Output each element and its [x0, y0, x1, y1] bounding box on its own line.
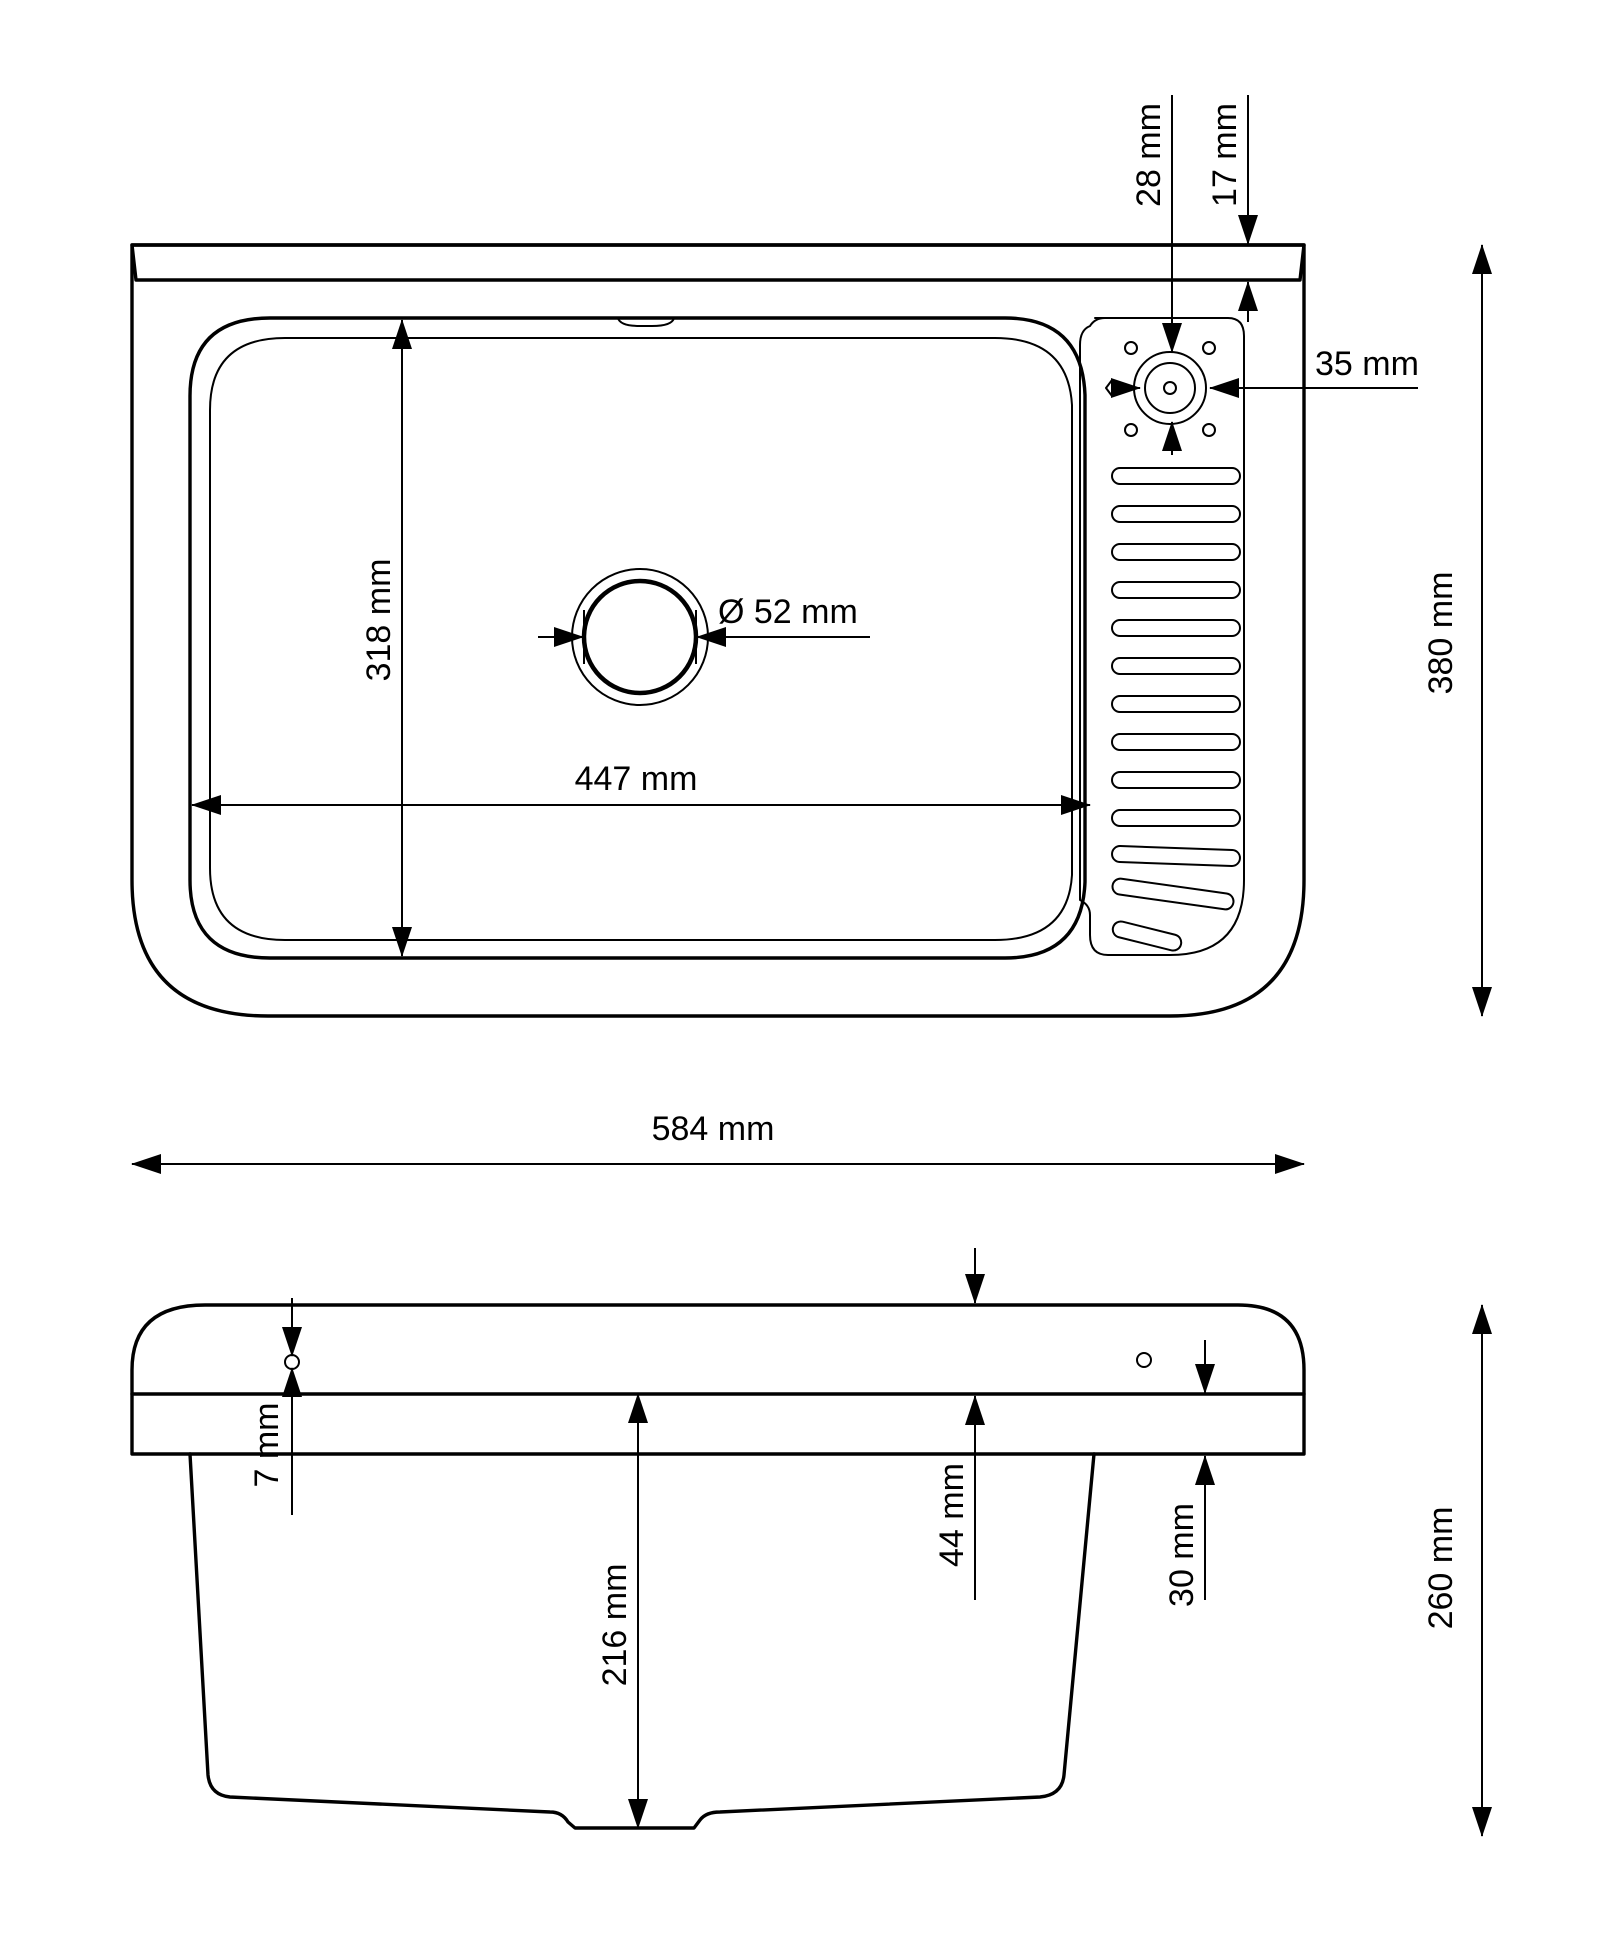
bowl-inner-outline	[209, 337, 1073, 941]
top-view: 318 mm 447 mm Ø 52 mm 28 mm 17 mm 35 mm …	[130, 95, 1492, 1018]
front-view: 7 mm 216 mm 44 mm 30 mm 260 mm	[130, 1248, 1492, 1837]
sink-back-rim	[130, 243, 1306, 282]
dimension-bowl-height: 216 mm	[596, 1564, 634, 1687]
tap-hole	[1105, 341, 1216, 437]
dimension-rear-hole-height: 30 mm	[1163, 1503, 1201, 1607]
bowl-outer-outline	[188, 316, 1087, 960]
dimension-overall-height: 260 mm	[1422, 1507, 1460, 1630]
front-view-side-hole-right	[1136, 1352, 1152, 1368]
dimension-front-rim-height: 44 mm	[933, 1463, 971, 1567]
dimension-overall-depth: 380 mm	[1422, 572, 1460, 695]
tap-hole-center	[1163, 381, 1177, 395]
dimension-rim-thickness: 17 mm	[1206, 103, 1244, 207]
washboard-outline	[1079, 317, 1245, 956]
tap-hole-inner	[1144, 362, 1196, 414]
dimension-bowl-depth: 318 mm	[360, 559, 398, 682]
dimension-drain-diameter: Ø 52 mm	[718, 593, 858, 631]
dimension-bowl-width: 447 mm	[575, 760, 698, 798]
overflow-slot	[617, 317, 675, 327]
sink-outer-outline	[130, 243, 1306, 1018]
dimension-tap-hole-offset: 28 mm	[1130, 103, 1168, 207]
drain-outer-ring	[571, 568, 709, 706]
front-view-side-hole-left	[284, 1354, 300, 1370]
dimension-overall-width: 584 mm	[652, 1110, 775, 1148]
dimension-tap-hole-diameter: 35 mm	[1315, 345, 1419, 383]
drain-inner-ring	[581, 578, 699, 696]
washboard-ribs	[1111, 467, 1241, 952]
front-view-top-rim	[130, 1303, 1306, 1396]
front-view-rim-band	[130, 1392, 1306, 1456]
dimension-side-hole-height: 7 mm	[248, 1403, 286, 1488]
